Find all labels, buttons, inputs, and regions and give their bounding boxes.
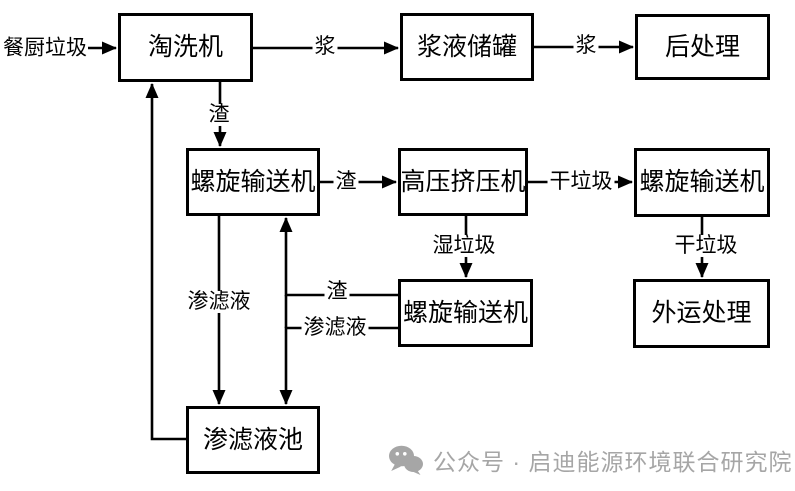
node-external-treatment: 外运处理 xyxy=(633,279,770,348)
edge-pool-recycle-to-washer xyxy=(145,83,186,441)
node-leachate-pool: 渗滤液池 xyxy=(186,406,320,474)
edge-label-leachate-1: 渗滤液 xyxy=(301,315,369,340)
edge-label-residue-2: 渣 xyxy=(333,169,359,194)
node-screw-conveyor-bottom: 螺旋输送机 xyxy=(398,279,533,347)
edge-label-dry-waste-2: 干垃圾 xyxy=(672,233,740,258)
edge-label-leachate-2: 渗滤液 xyxy=(185,289,253,314)
edge-label-slurry-2: 浆 xyxy=(573,33,599,58)
node-washer: 淘洗机 xyxy=(118,13,253,82)
edge-label-residue-1: 渣 xyxy=(206,102,232,127)
node-screw-conveyor-right: 螺旋输送机 xyxy=(634,148,770,217)
wechat-icon xyxy=(389,445,423,475)
edge-label-dry-waste-1: 干垃圾 xyxy=(547,169,615,194)
edge-label-wet-waste: 湿垃圾 xyxy=(430,233,498,258)
node-post-treatment: 后处理 xyxy=(635,14,770,80)
node-slurry-tank: 浆液储罐 xyxy=(400,13,534,81)
node-screw-conveyor-left: 螺旋输送机 xyxy=(186,148,320,216)
watermark-text: 公众号 · 启迪能源环境联合研究院 xyxy=(433,449,793,475)
edge-label-slurry-1: 浆 xyxy=(312,34,338,59)
edge-convB-leachate-to-pool xyxy=(279,326,398,405)
edge-label-residue-3: 渣 xyxy=(324,279,350,304)
source-label-food-waste: 餐厨垃圾 xyxy=(3,36,87,60)
watermark: 公众号 · 启迪能源环境联合研究院 xyxy=(388,443,792,477)
node-high-pressure-press: 高压挤压机 xyxy=(398,148,528,216)
